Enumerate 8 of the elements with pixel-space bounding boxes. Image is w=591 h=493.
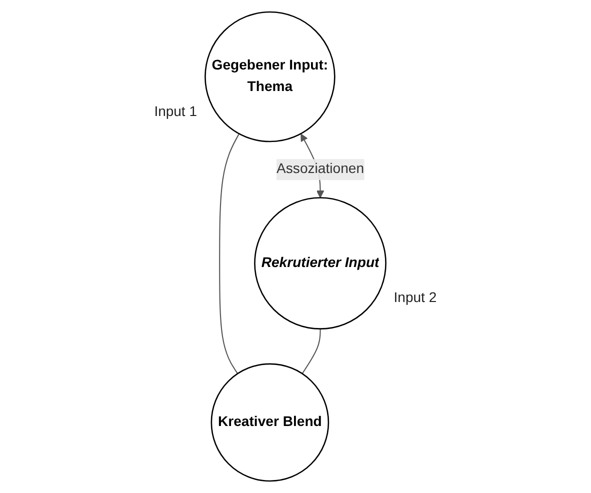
edge-label: Assoziationen [276, 162, 364, 177]
node-circle: Gegebener Input: Thema [204, 11, 336, 142]
input-label: Input 1 [154, 102, 198, 119]
connector [219, 133, 240, 374]
connector [302, 328, 321, 374]
node-circle: Kreativer Blend [210, 363, 330, 482]
input-label: Input 2 [394, 289, 437, 306]
node-circle: Rekrutierter Input [254, 197, 386, 330]
